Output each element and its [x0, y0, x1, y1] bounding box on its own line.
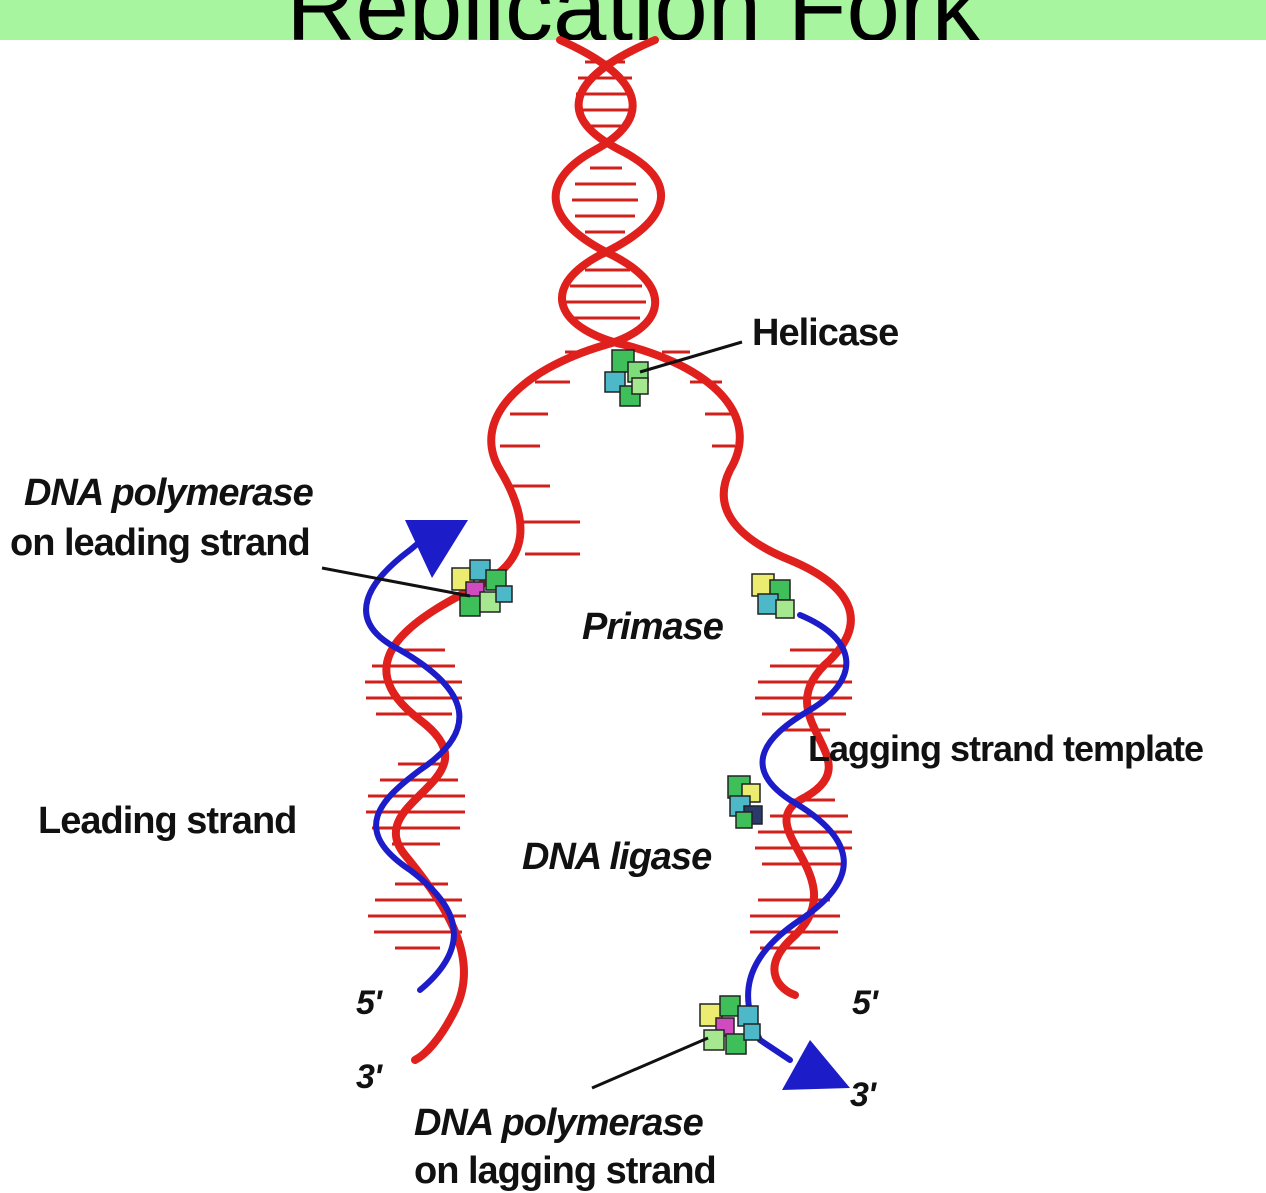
dna-ligase-label: DNA ligase — [522, 836, 711, 879]
base-pair-rungs — [365, 62, 852, 948]
pol-leading-label-line2: on leading strand — [10, 522, 310, 565]
pol-leading-label-line1: DNA polymerase — [24, 472, 313, 515]
leading-strand-label: Leading strand — [38, 800, 296, 843]
parent-strands — [386, 40, 850, 1060]
ligase-enzyme — [728, 776, 762, 828]
right-3-prime-label: 3' — [850, 1076, 875, 1115]
helicase-label: Helicase — [752, 312, 898, 355]
lagging-strand-arrowhead — [782, 1040, 850, 1090]
pol-lagging-leader — [592, 1038, 708, 1088]
top-helix-strand-b — [562, 40, 661, 345]
right-5-prime-label: 5' — [852, 984, 877, 1023]
lagging-template-label: Lagging strand template — [808, 728, 1203, 770]
left-5-prime-label: 5' — [356, 984, 381, 1023]
primase-label: Primase — [582, 606, 723, 649]
left-fork-strand — [386, 345, 605, 1060]
top-helix-strand-a — [556, 40, 656, 345]
helicase-enzyme — [605, 350, 648, 406]
pol-lagging-label-line1: DNA polymerase — [414, 1102, 703, 1145]
left-3-prime-label: 3' — [356, 1058, 381, 1097]
pol-leading-leader — [322, 568, 470, 596]
right-fork-strand — [625, 345, 851, 995]
primase-enzyme — [752, 574, 794, 618]
pol-lagging-label-line2: on lagging strand — [414, 1150, 716, 1193]
